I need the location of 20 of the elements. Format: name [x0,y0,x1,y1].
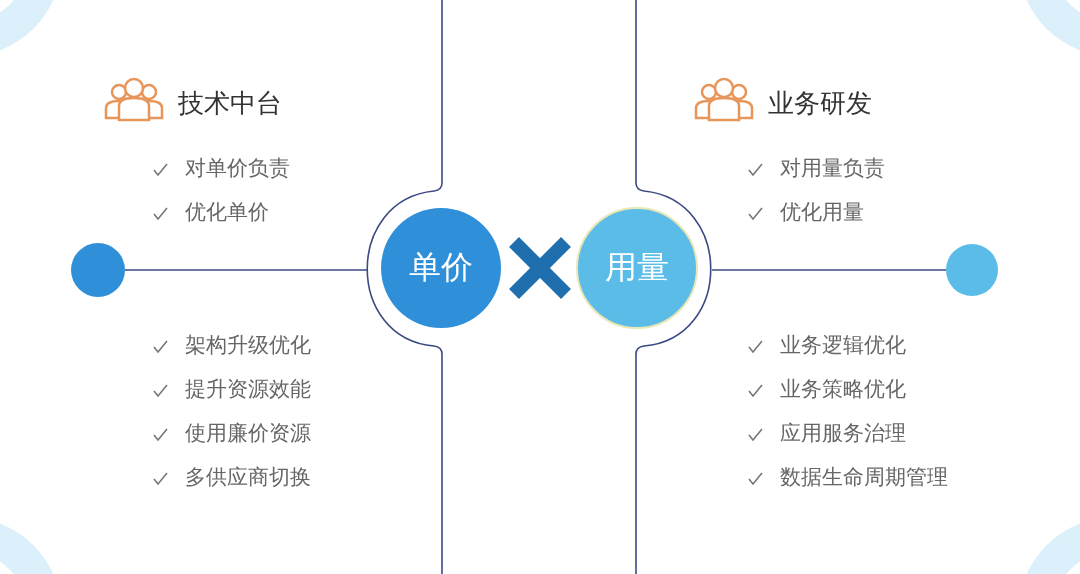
list-item: 应用服务治理 [780,423,906,444]
list-item: 优化用量 [780,202,864,223]
section-heading: 业务研发 [768,90,872,116]
connector-line [124,269,368,271]
value-circle: 单价 [381,208,501,328]
value-circle: 用量 [576,207,698,329]
connector-line [711,269,947,271]
list-item: 优化单价 [185,202,269,223]
list-item: 架构升级优化 [185,335,311,356]
dot-marker [946,244,998,296]
list-item: 数据生命周期管理 [780,467,948,488]
dot-marker [71,243,125,297]
list-item: 业务策略优化 [780,379,906,400]
list-item: 对单价负责 [185,158,290,179]
list-item: 使用廉价资源 [185,423,311,444]
list-item: 对用量负责 [780,158,885,179]
list-item: 多供应商切换 [185,467,311,488]
list-item: 业务逻辑优化 [780,335,906,356]
section-heading: 技术中台 [178,90,282,116]
list-item: 提升资源效能 [185,379,311,400]
